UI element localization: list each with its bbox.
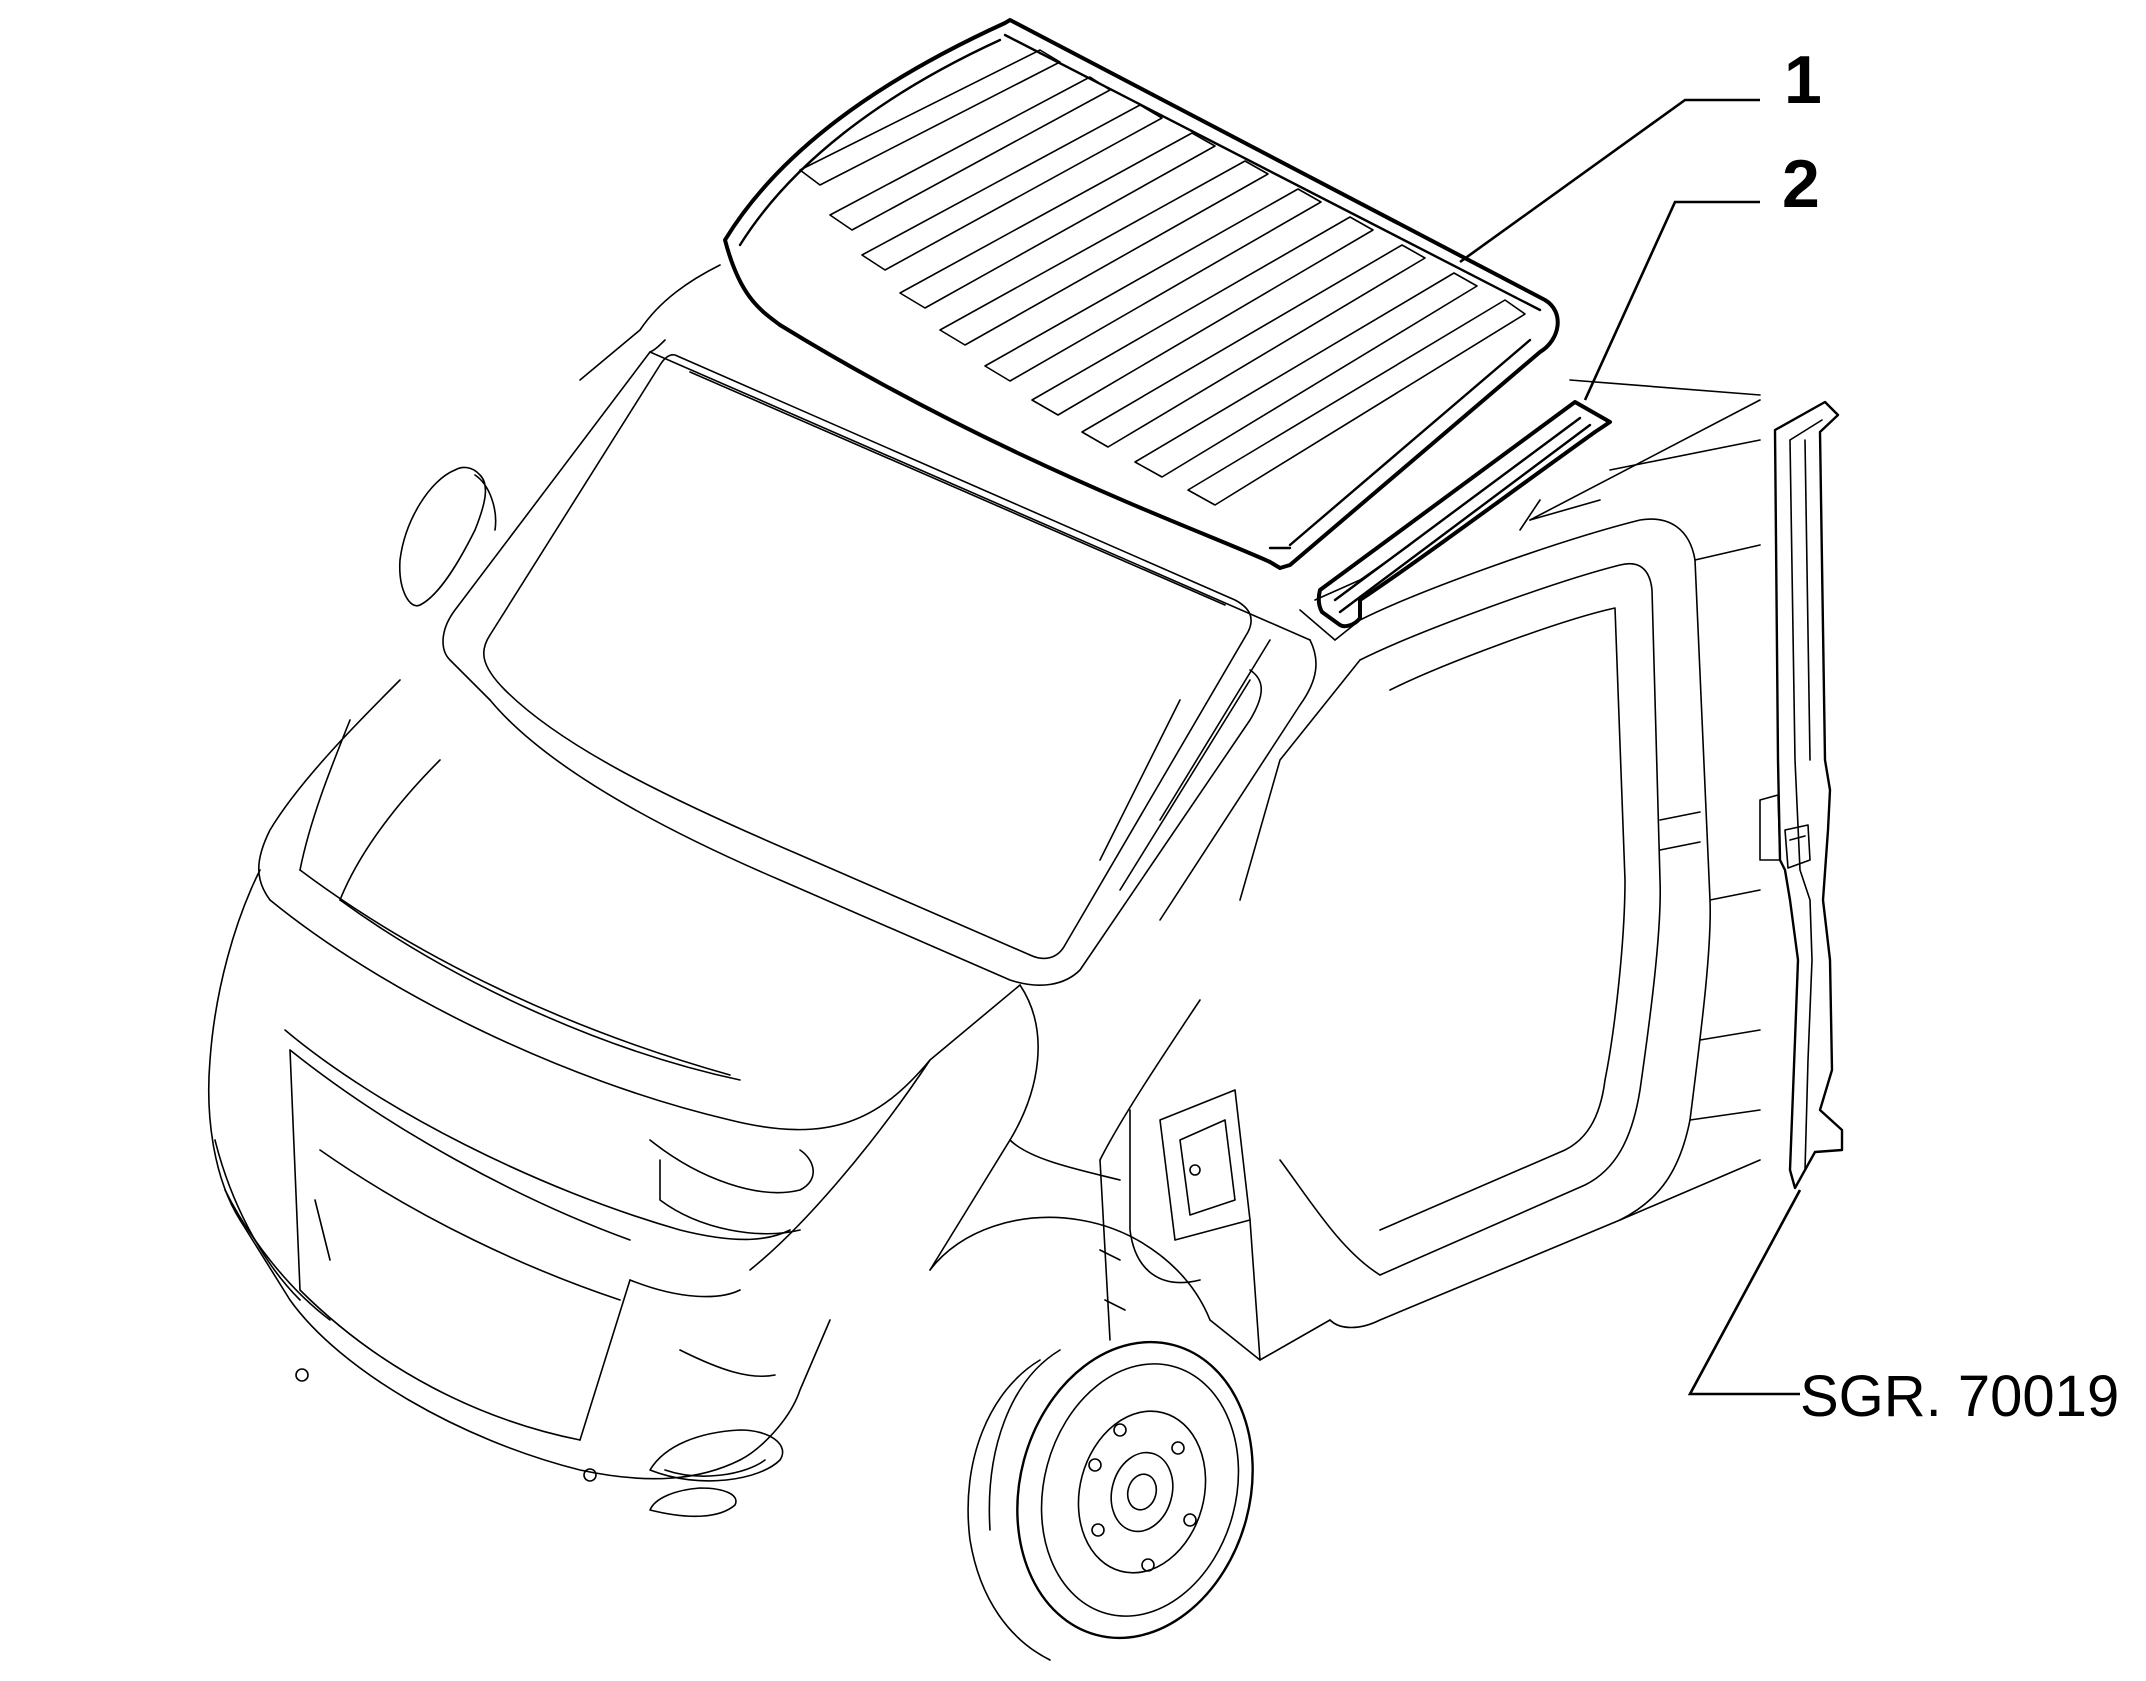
callout-number-2: 2 [1782, 146, 1820, 222]
leader-lines [1459, 98, 1802, 1396]
roof-panel [723, 18, 1560, 570]
b-pillar-part [1759, 400, 1844, 1190]
callout-number-1: 1 [1784, 42, 1822, 118]
part-reference-label: SGR. 70019 [1800, 1364, 2120, 1429]
van-body [207, 264, 1761, 1661]
roof-front-crossmember [1316, 400, 1612, 629]
